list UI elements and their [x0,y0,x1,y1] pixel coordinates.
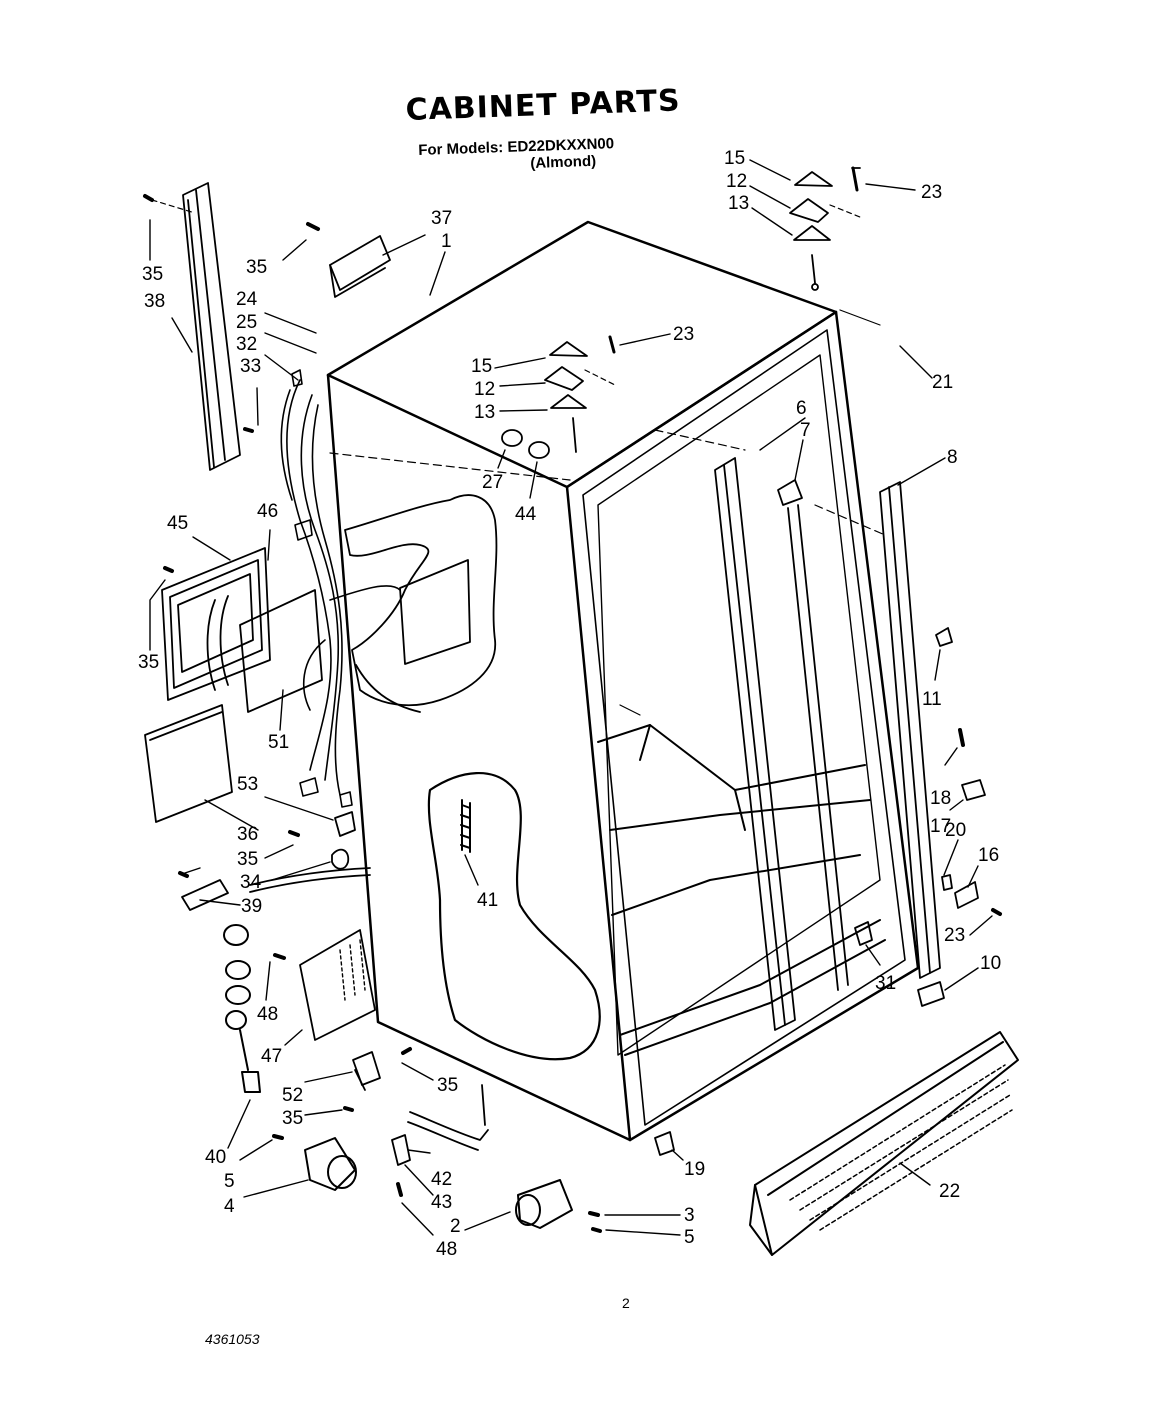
callout-40: 40 [205,1147,227,1168]
drain-tube-42 [272,1084,489,1197]
callout-13-b: 13 [474,402,496,423]
small-clips [178,811,371,911]
callout-21: 21 [932,372,954,393]
callout-15-b: 15 [471,356,493,377]
callout-11: 11 [922,689,942,710]
callout-46: 46 [257,501,279,522]
clip-19 [654,1131,675,1156]
callout-13-a: 13 [728,193,750,214]
callout-23-a: 23 [921,182,943,203]
callout-52: 52 [282,1085,304,1106]
callout-17: 17 [930,816,952,837]
callout-45: 45 [167,513,189,534]
callout-35-c: 35 [138,652,160,673]
cabinet-body [326,220,920,1142]
document-number: 4361053 [205,1331,260,1347]
callout-24: 24 [236,289,258,310]
callout-48-b: 48 [436,1239,458,1260]
callout-53: 53 [237,774,259,795]
callout-31: 31 [875,973,897,994]
callout-3: 3 [684,1205,695,1226]
page-number: 2 [622,1295,630,1311]
gasket-strips [714,457,941,1031]
callout-32: 32 [236,334,258,355]
defrost-heater-assembly [161,547,323,713]
callout-1: 1 [441,231,452,252]
callout-36: 36 [237,824,259,845]
callout-7: 7 [800,420,811,441]
callout-35-b: 35 [142,264,164,285]
callout-10: 10 [980,953,1002,974]
spring-41 [460,799,471,853]
callout-39: 39 [241,896,263,917]
callout-2: 2 [450,1216,461,1237]
small-hardware-right [854,627,1002,1007]
callout-35-a: 35 [246,257,268,278]
callout-6: 6 [796,398,807,419]
callout-12-a: 12 [726,171,748,192]
callout-35-e: 35 [437,1075,459,1096]
panel-36 [144,704,233,823]
callout-41: 41 [477,890,499,911]
callout-15-a: 15 [724,148,746,169]
control-plate-47 [273,929,376,1041]
wiring-harness [243,369,401,808]
callout-8: 8 [947,447,958,468]
toe-grille-22 [749,1031,1019,1256]
power-cord-coil [223,924,261,1093]
callout-48-a: 48 [257,1004,279,1025]
callout-20: 20 [945,820,967,841]
callout-5-a: 5 [224,1171,235,1192]
lower-hinge-52 [343,1047,412,1112]
callout-19: 19 [684,1159,706,1180]
callout-23-c: 23 [944,925,966,946]
callout-16: 16 [978,845,1000,866]
callout-51: 51 [268,732,290,753]
callout-4: 4 [224,1196,235,1217]
leader-lines [149,159,993,1236]
roller-2 [515,1179,602,1233]
callout-25: 25 [236,312,258,333]
callout-27: 27 [482,472,504,493]
top-hinge-left [501,335,616,459]
top-hinge-right [789,166,861,291]
cutaway-lower [427,771,601,1061]
roller-4 [304,1137,357,1191]
callout-35-f: 35 [282,1108,304,1129]
callout-5-b: 5 [684,1227,695,1248]
callout-44: 44 [515,504,537,525]
cutaway-upper [344,494,498,713]
callout-33: 33 [240,356,262,377]
callout-18: 18 [930,788,952,809]
callout-47: 47 [261,1046,283,1067]
callout-23-b: 23 [673,324,695,345]
callout-38: 38 [144,291,166,312]
callout-43: 43 [431,1192,453,1213]
left-trim-strip [143,182,241,471]
callout-35-d: 35 [237,849,259,870]
callout-12-b: 12 [474,379,496,400]
callout-22: 22 [939,1181,961,1202]
callout-42: 42 [431,1169,453,1190]
callout-37: 37 [431,208,453,229]
bracket-37 [306,222,391,298]
callout-34: 34 [240,872,262,893]
